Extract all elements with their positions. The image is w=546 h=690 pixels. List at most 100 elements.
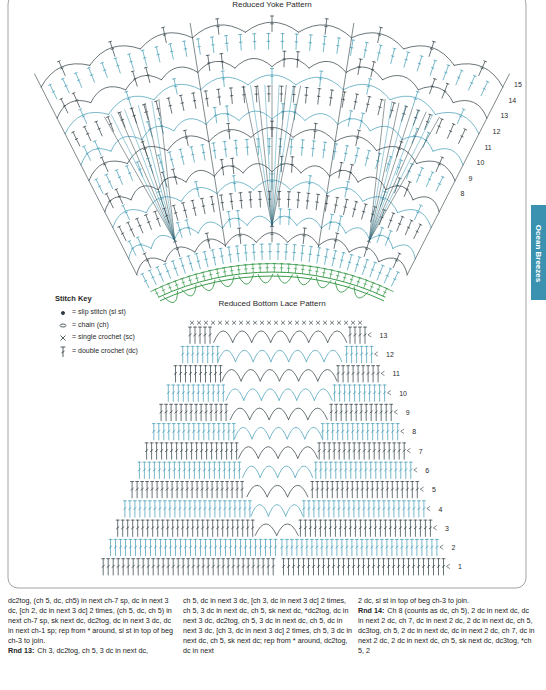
chain-loop [269,408,288,420]
double-crochet-symbol [191,346,194,362]
double-crochet-symbol [179,539,182,555]
double-crochet-symbol [182,385,185,401]
double-crochet-symbol [164,263,171,278]
double-crochet-symbol [224,539,227,555]
double-crochet-symbol [222,385,225,401]
double-crochet-symbol [153,501,156,517]
double-crochet-symbol [49,84,57,99]
double-crochet-symbol [372,366,375,382]
round-heading: Rnd 14: [358,606,384,615]
double-crochet-symbol [242,87,245,103]
double-crochet-symbol [134,539,137,555]
double-crochet-symbol [121,520,124,536]
double-crochet-symbol [326,424,329,440]
double-crochet-symbol [404,520,407,536]
double-crochet-symbol [267,34,270,50]
double-crochet-symbol [161,482,164,498]
double-crochet-symbol [146,121,152,136]
chain-loop [65,112,109,133]
double-crochet-symbol [187,385,190,401]
double-crochet-symbol [189,366,192,382]
double-crochet-symbol [344,273,348,282]
double-crochet-symbol [102,559,105,575]
double-crochet-symbol [244,539,247,555]
double-crochet-symbol [167,559,170,575]
double-crochet-symbol [424,520,427,536]
lace-row [131,482,419,498]
double-crochet-symbol [419,520,422,536]
lace-row [123,501,425,517]
double-crochet-symbol [334,520,337,536]
chain-loop [324,350,342,362]
double-crochet-symbol [176,520,179,536]
chain-loop [278,274,293,283]
chain-loop [327,187,363,201]
chain-loop [247,216,272,225]
chain-loop [435,112,479,133]
double-crochet-symbol [194,539,197,555]
double-crochet-symbol [406,482,409,498]
double-crochet-symbol [399,520,402,536]
double-crochet-symbol [184,130,189,146]
row-number: 1 [458,563,462,570]
double-crochet-symbol [198,501,201,517]
double-crochet-symbol [216,482,219,498]
double-crochet-symbol [157,559,160,575]
double-crochet-symbol [347,501,350,517]
chain-row [160,276,383,301]
double-crochet-symbol [383,288,388,296]
yoke-round [137,226,408,274]
double-crochet-symbol [323,443,326,459]
double-crochet-symbol [370,539,373,555]
chain-loop [298,447,318,459]
fan-stitch [369,107,412,240]
double-crochet-symbol [384,520,387,536]
double-crochet-symbol [186,520,189,536]
chain-loop [335,136,376,151]
chain-loop [305,427,323,439]
double-crochet-symbol [177,559,180,575]
chain-loop [297,389,315,401]
double-crochet-symbol [191,200,196,216]
double-crochet-symbol [79,109,87,124]
row-number: 10 [399,389,407,396]
double-crochet-symbol [321,482,324,498]
double-crochet-symbol [304,520,307,536]
double-crochet-symbol [182,559,185,575]
double-crochet-symbol [318,443,321,459]
lace-row [109,539,438,555]
double-crochet-symbol [217,89,221,105]
double-crochet-symbol [191,520,194,536]
double-crochet-symbol [371,424,374,440]
double-crochet-symbol [327,501,330,517]
double-crochet-symbol [181,278,185,287]
double-crochet-symbol [358,443,361,459]
double-crochet-symbol [145,214,152,229]
double-crochet-symbol [317,89,321,105]
double-crochet-symbol [378,27,383,42]
double-crochet-symbol [343,443,346,459]
single-crochet-symbol [197,321,200,324]
double-crochet-symbol [367,501,370,517]
double-crochet-symbol [405,539,408,555]
double-crochet-symbol [412,501,415,517]
double-crochet-symbol [167,385,170,401]
double-crochet-symbol [203,462,206,478]
fan-stitch [152,101,175,241]
double-crochet-symbol [155,47,160,62]
chain-loop [270,427,288,439]
double-crochet-symbol [219,366,222,382]
double-crochet-symbol [344,462,347,478]
double-crochet-symbol [436,157,444,172]
double-crochet-symbol [213,462,216,478]
double-crochet-symbol [379,462,382,478]
row-number: 9 [406,409,410,416]
fan-stitch [369,101,392,241]
double-crochet-symbol [107,559,110,575]
double-crochet-symbol [373,443,376,459]
double-crochet-symbol [164,539,167,555]
double-crochet-symbol [196,482,199,498]
double-crochet-symbol [349,327,352,343]
double-crochet-symbol [311,482,314,498]
single-crochet-symbol [309,321,312,324]
